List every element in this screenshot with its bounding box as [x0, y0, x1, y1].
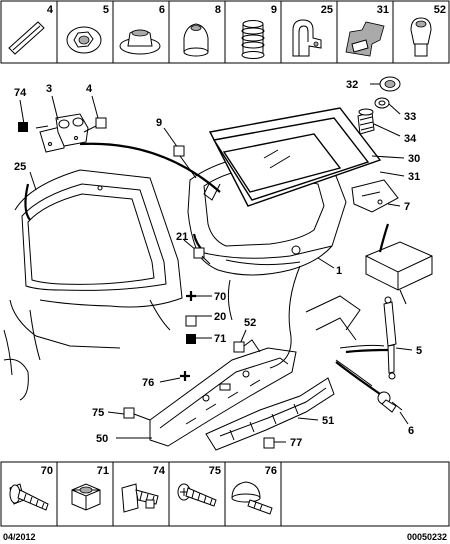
handle-icon — [351, 179, 399, 213]
bottom-label-4: 76 — [265, 465, 277, 477]
rubber-plug-icon — [119, 29, 161, 55]
self-tapping-screw-icon — [177, 483, 217, 507]
bottom-label-2: 74 — [153, 465, 166, 477]
footer-date: 04/2012 — [3, 532, 36, 542]
callout-21: 6 — [408, 425, 414, 437]
hinge-icon — [35, 113, 89, 153]
seal-connector — [24, 183, 31, 221]
strut-connector — [345, 348, 389, 354]
callout-3: 3 — [46, 83, 52, 95]
grommet-strip-icon — [8, 21, 45, 55]
callout-1: 1 — [336, 265, 342, 277]
footer-reference: 00050232 — [407, 532, 447, 542]
lower-trim-right-icon — [205, 377, 335, 451]
hinge-connector — [79, 142, 221, 193]
callout-7: 7 — [404, 201, 410, 213]
callout-50: 50 — [96, 433, 108, 445]
top-label-7: 52 — [434, 4, 446, 16]
callout-52: 52 — [244, 317, 256, 329]
trim-panel-icon — [365, 241, 433, 291]
callout-numbers: 74 3 4 25 9 21 70 20 71 52 76 75 50 51 7… — [14, 79, 422, 449]
marker-6 — [173, 145, 185, 157]
rear-glass-assembly — [208, 107, 382, 207]
trim-rivet-icon — [231, 481, 273, 515]
marker-75 — [180, 371, 190, 381]
stud-connector — [335, 361, 381, 395]
gas-strut-icon — [305, 295, 397, 387]
stop-buffer-icon — [410, 17, 432, 57]
marker-76 — [263, 437, 275, 449]
top-label-6: 31 — [377, 4, 389, 16]
top-label-1: 5 — [103, 4, 109, 16]
top-label-2: 6 — [159, 4, 165, 16]
callout-70: 70 — [214, 291, 226, 303]
seal-profile-icon — [292, 19, 322, 57]
callout-6: 9 — [156, 117, 162, 129]
trim-connector — [378, 223, 390, 253]
nut-icon — [71, 483, 101, 511]
bottom-label-0: 70 — [41, 465, 53, 477]
bottom-label-3: 75 — [209, 465, 221, 477]
callout-8: 20 — [214, 311, 226, 323]
callout-20: 5 — [416, 345, 422, 357]
top-label-3: 8 — [215, 4, 221, 16]
callout-74: 75 — [92, 407, 104, 419]
marker-8 — [185, 315, 197, 327]
bump-stop-icon — [183, 23, 209, 57]
marker-70 — [186, 291, 196, 301]
bellows-icon — [241, 20, 265, 59]
screw-icon — [9, 483, 49, 511]
top-label-5: 25 — [321, 4, 333, 16]
marker-74 — [123, 407, 135, 419]
callout-4: 4 — [86, 83, 93, 95]
marker-5 — [18, 122, 28, 132]
wiper-bolt-icon — [357, 108, 375, 135]
car-rear-body — [3, 169, 183, 401]
glass-bracket-icon — [345, 21, 385, 57]
top-label-4: 9 — [271, 4, 277, 16]
callout-31: 31 — [408, 171, 420, 183]
grommet-icon — [379, 76, 401, 92]
callout-9: 21 — [176, 231, 188, 243]
main-drawing: 74 3 4 25 9 21 70 20 71 52 76 75 50 51 7… — [3, 76, 433, 451]
washer-icon — [374, 97, 390, 109]
callout-25: 25 — [14, 161, 26, 173]
top-label-0: 4 — [47, 4, 54, 16]
callout-34: 34 — [404, 133, 417, 145]
bottom-parts-strip: 70 71 74 75 76 — [0, 461, 450, 527]
clip-icon — [121, 483, 159, 513]
callout-5: 74 — [14, 87, 27, 99]
marker-9 — [193, 247, 205, 259]
marker-71 — [186, 334, 196, 344]
marker-4 — [95, 117, 107, 129]
leader-lines — [18, 83, 413, 449]
top-parts-strip: 4 5 6 8 9 25 31 52 — [0, 0, 450, 64]
callout-32: 32 — [346, 79, 358, 91]
bottom-label-1: 71 — [97, 465, 109, 477]
marker-52 — [233, 341, 245, 353]
callout-51: 51 — [322, 415, 334, 427]
callout-33: 33 — [404, 111, 416, 123]
callout-30: 30 — [408, 153, 420, 165]
callout-75: 76 — [142, 377, 154, 389]
callout-71: 71 — [214, 333, 226, 345]
hex-grommet-icon — [66, 26, 102, 54]
callout-76: 77 — [290, 437, 302, 449]
lower-trim-left-icon — [149, 339, 297, 447]
ball-stud-icon — [377, 391, 403, 413]
